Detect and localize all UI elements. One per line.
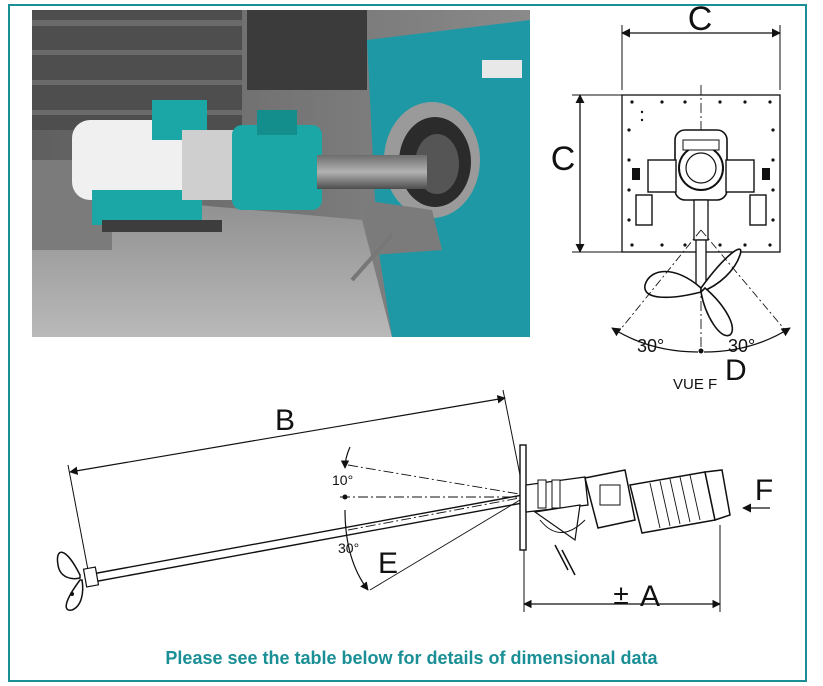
agitator-photo-illustration bbox=[32, 10, 530, 337]
label-a: A bbox=[640, 580, 660, 613]
side-propeller-blade-bottom bbox=[65, 579, 84, 611]
propeller-blade-left bbox=[644, 270, 702, 299]
label-c-side: C bbox=[551, 140, 576, 178]
side-view bbox=[56, 389, 770, 612]
label-angle-up-10: 10° bbox=[332, 472, 353, 488]
label-angle-down-30: 30° bbox=[338, 540, 359, 556]
agitator-photo bbox=[32, 10, 530, 337]
label-vue-f: VUE F bbox=[673, 376, 717, 393]
label-e: E bbox=[378, 547, 398, 580]
label-b: B bbox=[275, 404, 295, 437]
label-angle-right-30: 30° bbox=[728, 336, 755, 356]
label-angle-left-30: 30° bbox=[637, 336, 664, 356]
label-d: D bbox=[725, 354, 747, 387]
label-c-top: C bbox=[688, 0, 713, 38]
propeller-blade-bottom bbox=[700, 286, 734, 337]
caption: Please see the table below for details o… bbox=[165, 648, 658, 668]
front-view bbox=[572, 25, 791, 354]
label-plus-minus: ± bbox=[613, 579, 628, 610]
wall-flange bbox=[519, 444, 527, 551]
label-f: F bbox=[755, 474, 773, 507]
side-motor bbox=[629, 471, 716, 534]
propeller-blade-right bbox=[700, 248, 742, 294]
side-propeller-blade-top bbox=[56, 551, 81, 580]
dimension-b-line bbox=[69, 395, 506, 475]
